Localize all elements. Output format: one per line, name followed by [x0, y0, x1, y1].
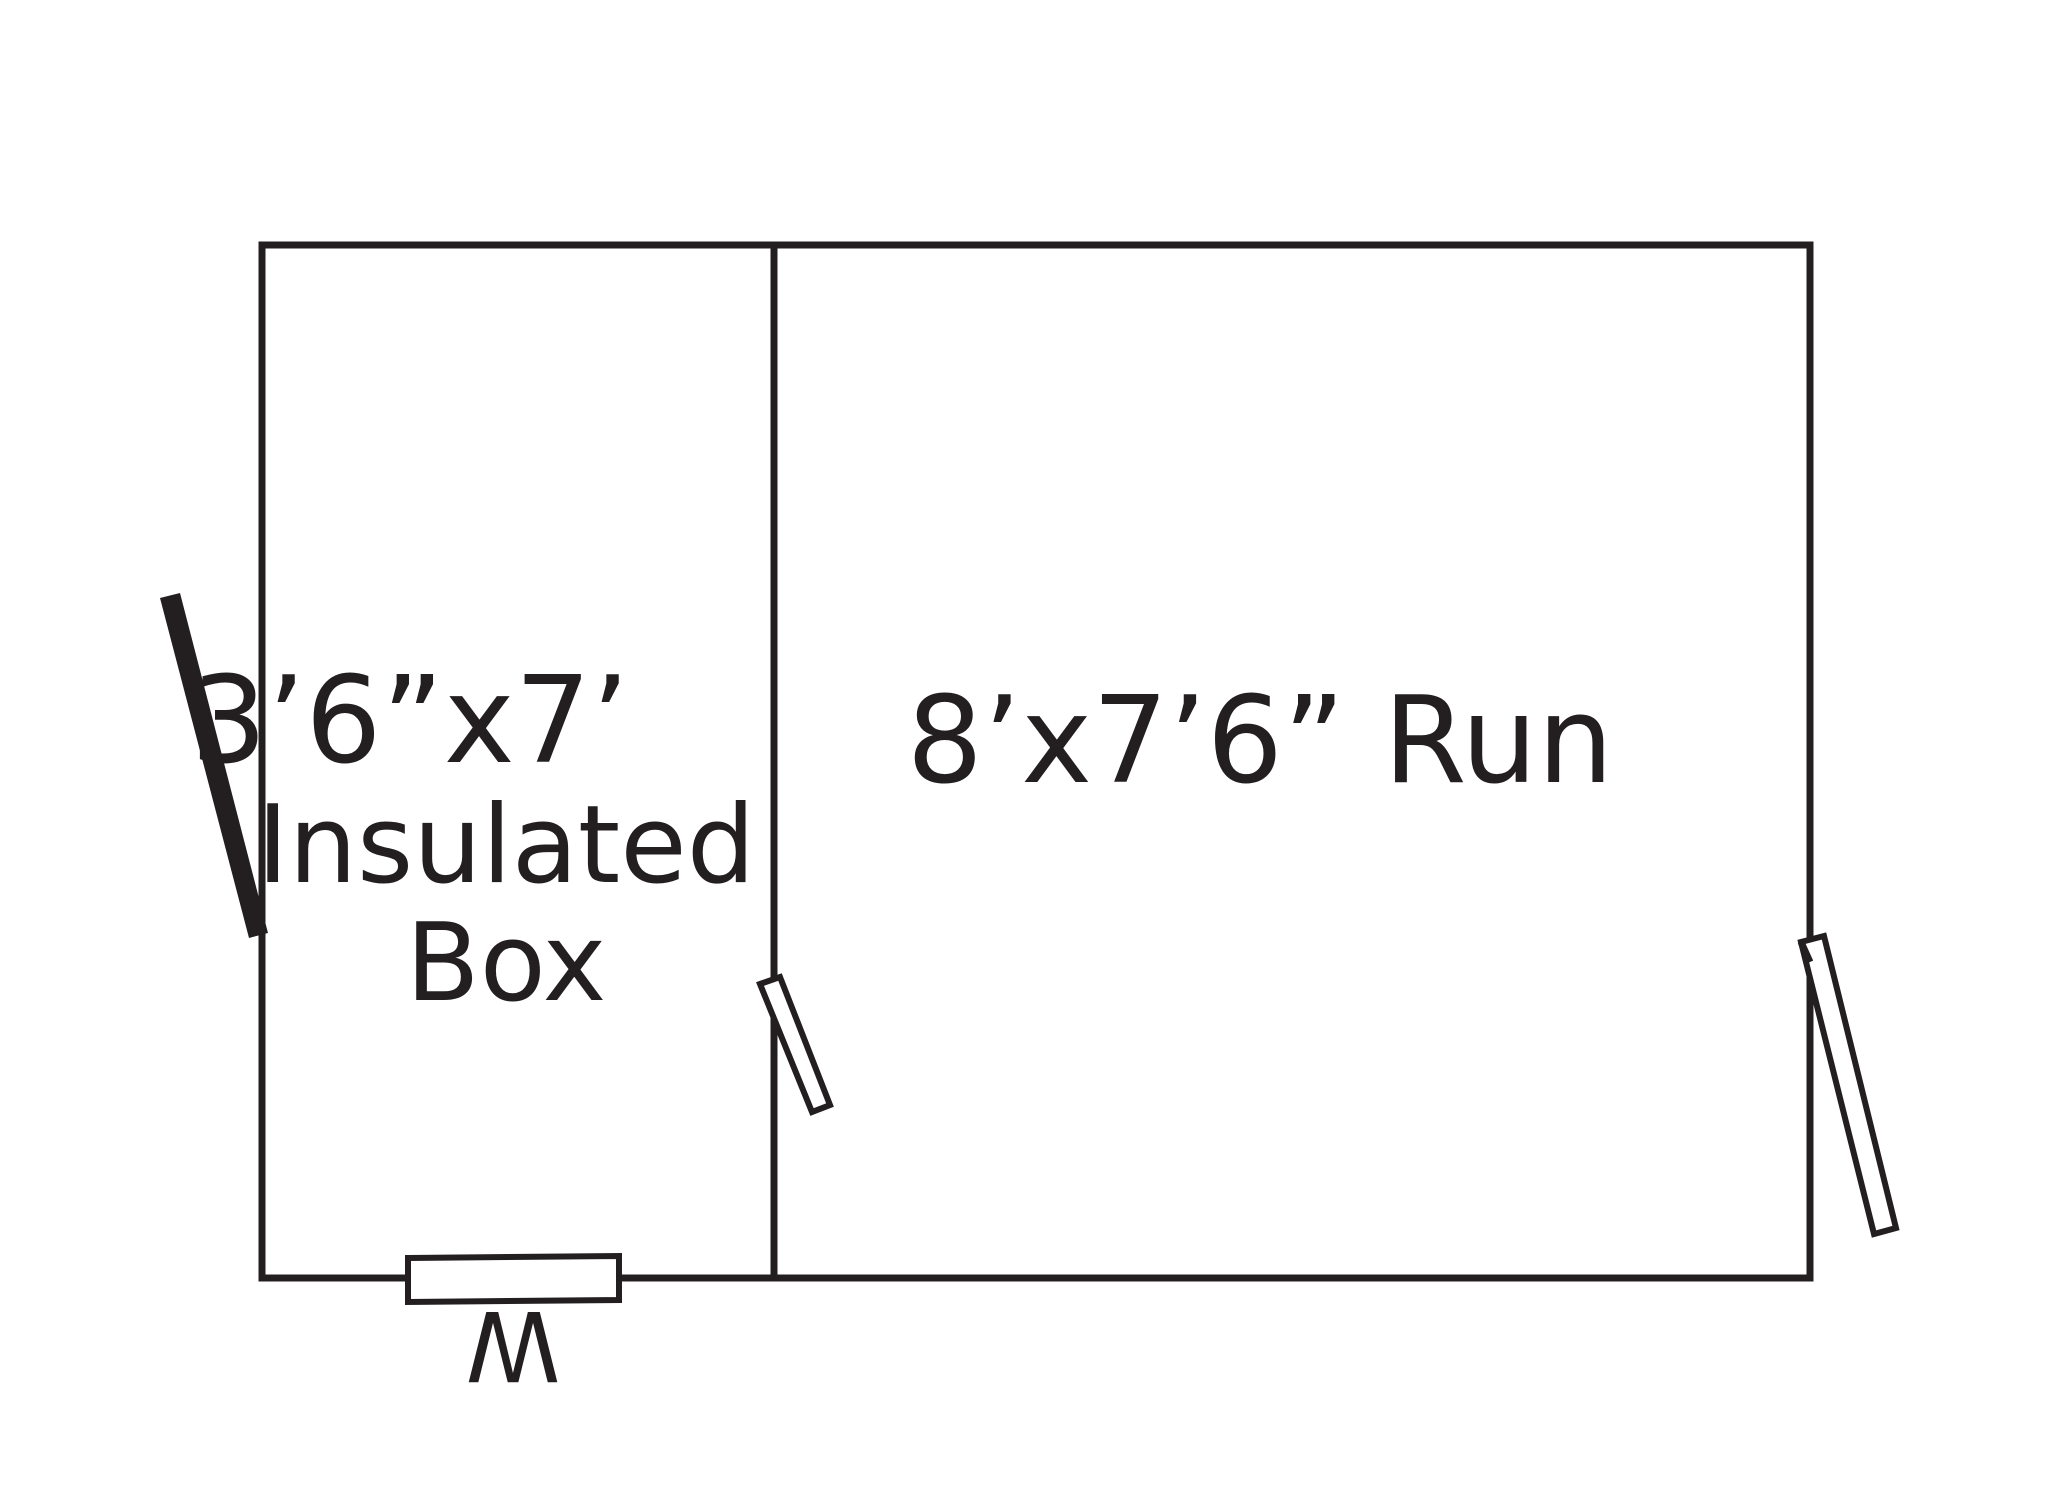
- partition-door-panel: [756, 973, 834, 1116]
- right-door-hinge-line: [1797, 940, 1814, 964]
- window-frame: [405, 1252, 622, 1306]
- window-marker-label: W: [466, 1289, 561, 1401]
- left-door-panel: [160, 593, 268, 938]
- box-name-label-line2: Box: [406, 901, 607, 1026]
- box-dimensions-label: 3’6”x7’: [191, 652, 630, 791]
- box-name-label-line1: Insulated: [257, 783, 756, 908]
- window-marker: W: [466, 1289, 561, 1401]
- run-label: 8’x7’6” Run: [907, 672, 1614, 811]
- outer-wall: [258, 241, 1814, 1282]
- right-door-panel: [1797, 932, 1900, 1238]
